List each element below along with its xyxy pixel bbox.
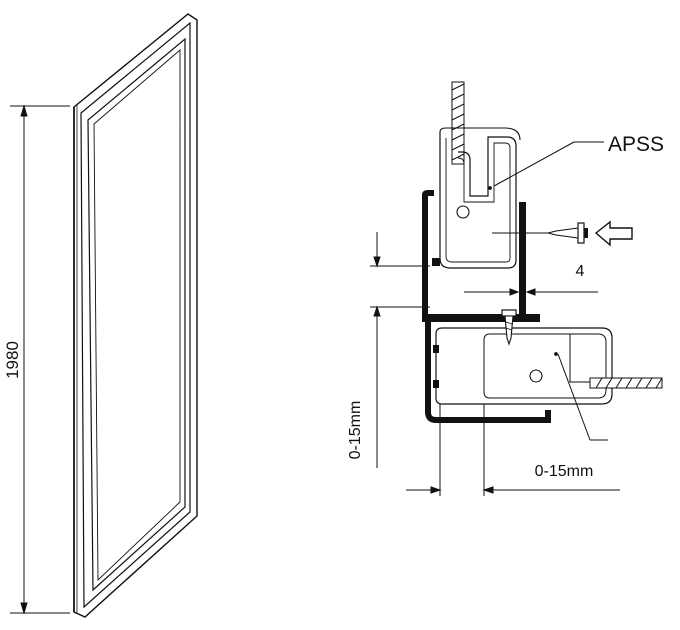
apss-label: APSS — [608, 133, 664, 156]
wall-strip-top — [451, 81, 465, 165]
screw-vertical — [501, 309, 517, 346]
wall-strip-bottom — [589, 377, 663, 389]
aluminium-profile — [422, 190, 540, 388]
apss-leader — [493, 141, 604, 187]
vertical-adjust-dimension — [370, 232, 430, 468]
height-label: 1980 — [3, 341, 22, 379]
gap-dimension — [464, 288, 598, 296]
horizontal-adjust-dimension — [406, 404, 620, 496]
gap-label: 4 — [576, 263, 585, 280]
vertical-adjust-label: 0-15mm — [347, 401, 364, 460]
screw-horizontal — [547, 222, 588, 244]
insert-arrow-icon — [594, 220, 633, 247]
apss-profile — [439, 127, 521, 269]
horizontal-adjust-label: 0-15mm — [535, 463, 594, 480]
wall-profile — [425, 322, 613, 423]
height-dimension — [10, 104, 70, 615]
shower-panel — [73, 13, 198, 618]
lower-leader — [557, 353, 608, 441]
